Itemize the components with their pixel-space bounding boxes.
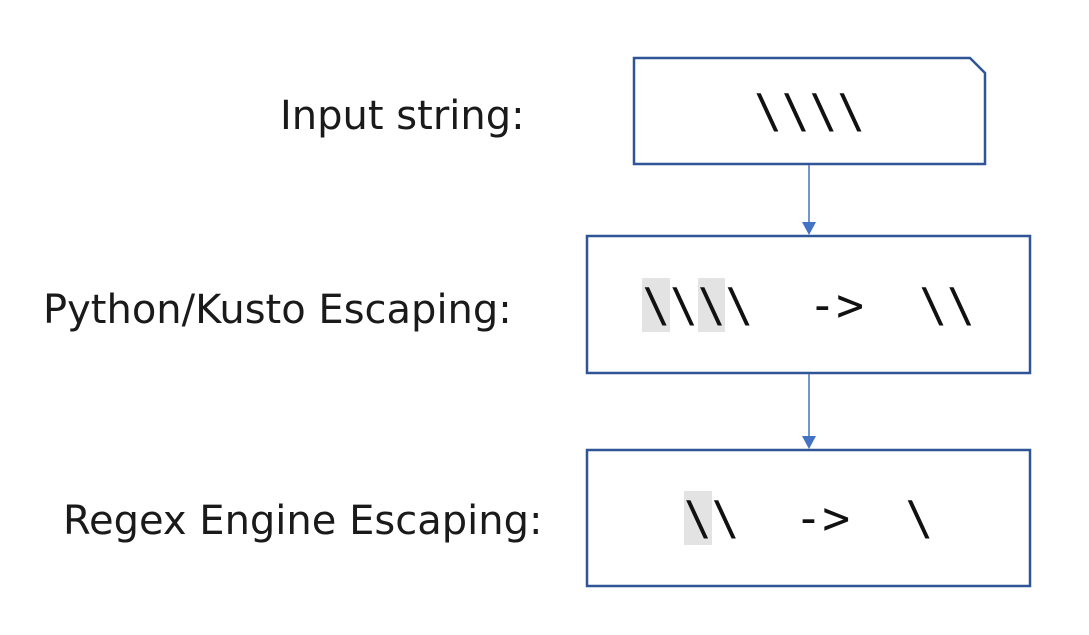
code-segment: \\\\: [754, 84, 865, 138]
python-kusto-label: Python/Kusto Escaping:: [43, 287, 512, 333]
regex-engine-code: \\ -> \: [683, 491, 933, 545]
arrow-1-head: [802, 222, 816, 235]
regex-engine-box: [585, 448, 1032, 588]
code-segment: \: [725, 277, 754, 332]
input-string-code: \\\\: [754, 88, 865, 134]
code-segment: \: [711, 491, 740, 545]
code-segment: \: [683, 491, 712, 545]
code-segment: -> \: [739, 491, 934, 545]
input-string-label: Input string:: [280, 93, 525, 139]
code-segment: \: [670, 277, 698, 332]
python-kusto-code: \\\\ -> \\: [642, 277, 975, 332]
code-segment: -> \\: [753, 277, 975, 332]
code-segment: \: [697, 277, 726, 332]
regex-engine-content: \\ -> \: [587, 450, 1030, 586]
arrow-2-head: [802, 436, 816, 449]
input-string-box: [632, 56, 987, 166]
code-segment: \: [642, 277, 671, 332]
input-string-content: \\\\: [634, 58, 985, 164]
python-kusto-content: \\\\ -> \\: [587, 236, 1030, 373]
regex-engine-label: Regex Engine Escaping:: [63, 498, 543, 544]
